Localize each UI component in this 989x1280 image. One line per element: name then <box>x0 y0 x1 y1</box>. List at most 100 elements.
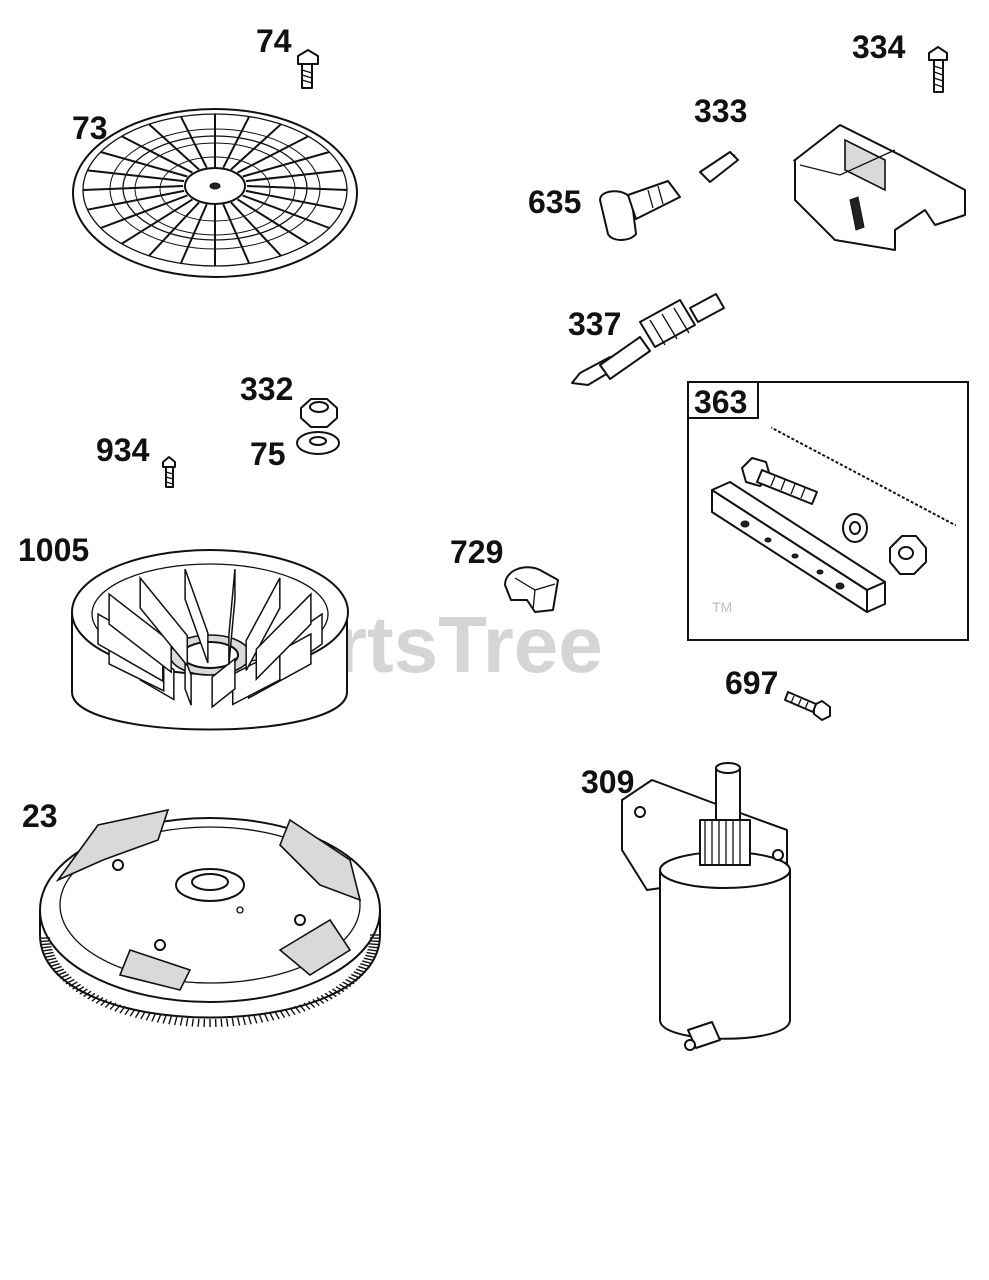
screen-spoke <box>179 116 208 169</box>
screen-spoke <box>100 151 188 178</box>
gear-tooth <box>79 988 88 995</box>
gear-tooth <box>129 1008 136 1017</box>
flywheel-puller-kit-icon[interactable] <box>687 381 969 641</box>
gear-tooth <box>264 1013 269 1022</box>
gear-tooth <box>54 968 65 974</box>
part-label-333[interactable]: 333 <box>694 93 747 129</box>
gear-tooth <box>62 976 72 982</box>
gear-tooth <box>253 1015 258 1024</box>
rotating-screen-icon[interactable] <box>72 108 358 278</box>
fan-blade <box>255 592 312 681</box>
part-label-75[interactable]: 75 <box>250 436 286 472</box>
washer-icon[interactable] <box>296 431 340 455</box>
part-label-334[interactable]: 334 <box>852 29 906 65</box>
gear-tooth <box>42 948 53 952</box>
gear-tooth <box>332 988 341 995</box>
gear-tooth <box>52 965 62 971</box>
gear-tooth <box>367 948 378 952</box>
screen-spoke <box>237 198 309 245</box>
gear-tooth <box>361 960 372 965</box>
bolt-icon[interactable] <box>928 46 948 93</box>
ignition-armature-icon[interactable] <box>699 79 966 251</box>
gear-tooth <box>87 992 96 1000</box>
part-label-635[interactable]: 635 <box>528 184 581 220</box>
screw-icon[interactable] <box>784 691 831 721</box>
gear-tooth <box>365 954 376 958</box>
screen-ring <box>159 156 271 222</box>
screen-spoke <box>87 189 185 211</box>
starter-motor-icon[interactable] <box>621 762 791 1051</box>
clip-icon[interactable] <box>504 566 559 613</box>
gear-tooth <box>242 1016 247 1026</box>
part-label-337[interactable]: 337 <box>568 306 621 342</box>
gear-tooth <box>360 963 370 968</box>
screen-spoke <box>246 185 348 191</box>
gear-tooth <box>363 957 374 962</box>
hex-nut-icon[interactable] <box>300 398 338 428</box>
fan-blade <box>184 658 192 706</box>
gear-tooth <box>50 963 60 968</box>
gear-tooth <box>114 1004 122 1012</box>
gear-tooth <box>95 996 104 1004</box>
fan-blade <box>139 575 189 668</box>
gear-tooth <box>294 1005 301 1014</box>
gear-tooth <box>258 1014 264 1023</box>
screw-icon[interactable] <box>162 456 176 488</box>
bolt-icon[interactable] <box>297 49 319 89</box>
gear-tooth <box>56 971 67 976</box>
gear-tooth <box>369 940 380 943</box>
screen-spoke <box>121 135 193 174</box>
gear-tooth <box>151 1013 156 1022</box>
flywheel-icon[interactable] <box>39 808 381 1027</box>
screen-spoke <box>222 116 251 169</box>
screen-spoke <box>242 151 330 178</box>
gear-tooth <box>368 945 379 949</box>
gear-tooth <box>48 960 59 965</box>
gear-tooth <box>366 951 377 955</box>
gear-tooth <box>46 957 57 962</box>
part-label-363[interactable]: 363 <box>694 384 747 420</box>
fan-icon[interactable] <box>71 549 349 731</box>
gear-tooth <box>41 945 52 949</box>
gear-tooth <box>369 943 380 946</box>
part-label-332[interactable]: 332 <box>240 371 293 407</box>
part-label-697[interactable]: 697 <box>725 665 778 701</box>
gear-tooth <box>220 1018 223 1027</box>
gear-tooth <box>324 992 333 1000</box>
gear-tooth <box>335 986 345 993</box>
screen-spoke <box>230 123 282 171</box>
fan-blade <box>184 568 209 664</box>
gear-tooth <box>284 1008 291 1017</box>
fan-blade <box>245 577 281 671</box>
gear-tooth <box>279 1010 286 1019</box>
gear-tooth <box>59 973 70 979</box>
part-label-729[interactable]: 729 <box>450 534 503 570</box>
part-label-1005[interactable]: 1005 <box>18 532 89 568</box>
gear-tooth <box>145 1012 151 1021</box>
spark-plug-icon[interactable] <box>571 293 725 386</box>
part-label-73[interactable]: 73 <box>72 110 108 146</box>
gear-tooth <box>83 990 92 998</box>
part-label-74[interactable]: 74 <box>256 23 292 59</box>
gear-tooth <box>134 1010 141 1019</box>
gear-tooth <box>119 1005 126 1014</box>
trademark-mark: TM <box>712 599 732 615</box>
gear-tooth <box>179 1017 183 1026</box>
screen-ring <box>109 128 321 250</box>
fan-blades <box>97 568 323 709</box>
gear-tooth <box>226 1018 229 1027</box>
gear-tooth <box>237 1017 241 1026</box>
part-label-23[interactable]: 23 <box>22 798 58 834</box>
gear-tooth <box>274 1011 280 1020</box>
screen-spoke <box>245 169 343 183</box>
gear-tooth <box>91 994 100 1002</box>
spark-plug-boot-icon[interactable] <box>599 180 681 241</box>
gear-tooth <box>168 1016 172 1025</box>
part-label-934[interactable]: 934 <box>96 432 150 468</box>
gear-tooth <box>353 971 364 976</box>
gear-tooth <box>124 1007 131 1016</box>
gear-tooth <box>342 981 352 988</box>
screen-spoke <box>121 198 193 245</box>
part-label-309[interactable]: 309 <box>581 764 634 800</box>
gear-tooth <box>320 994 329 1002</box>
